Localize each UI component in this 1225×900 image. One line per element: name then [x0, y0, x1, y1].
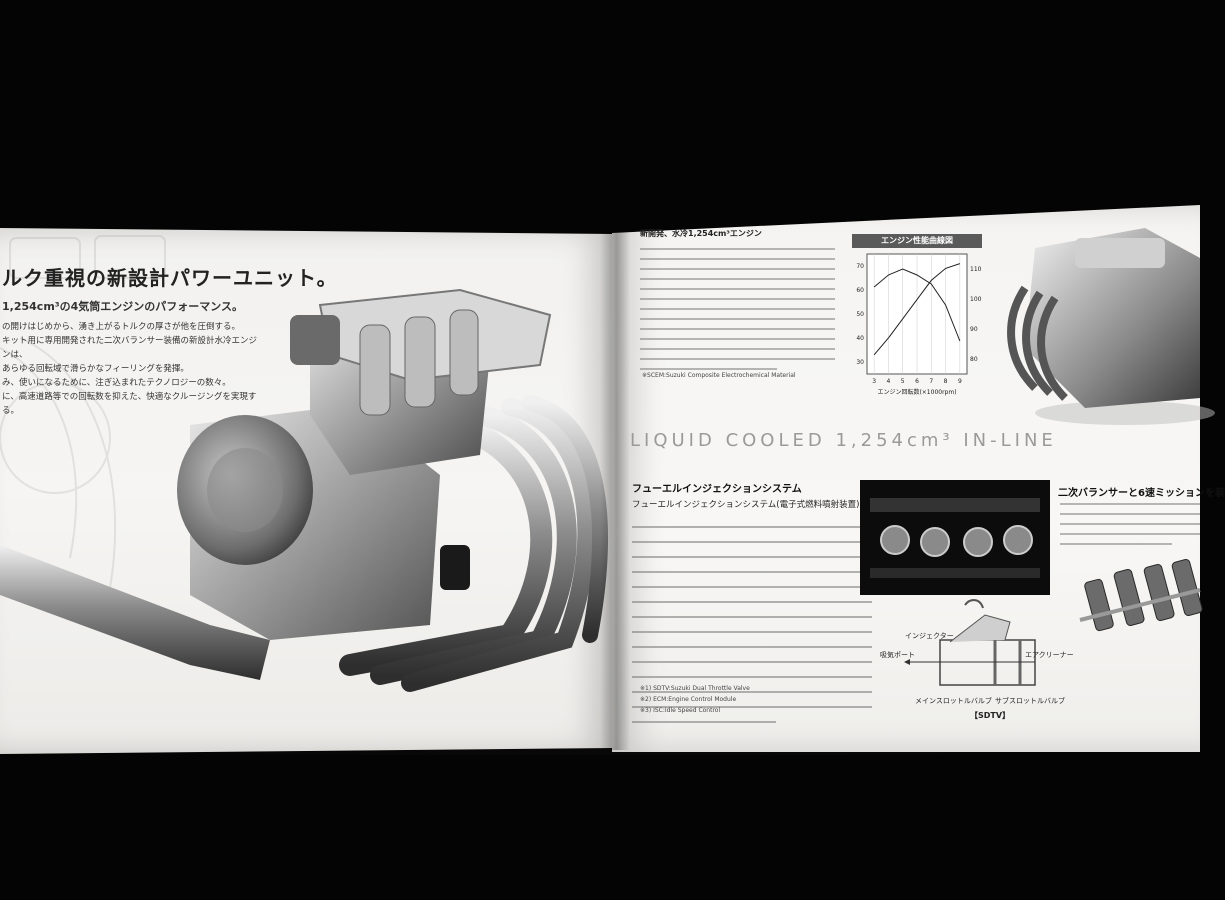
torque-curve — [873, 268, 961, 342]
diagram-caption: 【SDTV】 — [970, 711, 1011, 720]
body-text: の開けはじめから、湧き上がるトルクの厚さが他を圧倒する。 キット用に専用開発され… — [2, 320, 262, 418]
label-injector: インジェクター — [905, 632, 954, 640]
body-line: に、高速道路等での回転数を抑えた、快適なクルージングを実現する。 — [2, 392, 257, 416]
x-tick-label: 6 — [915, 378, 919, 385]
power-curve — [873, 263, 961, 356]
y-right-tick-label: 100 — [970, 296, 982, 303]
x-tick-label: 7 — [929, 378, 933, 385]
balancer-section-title: 二次バランサーと6速ミッションを装 — [1058, 488, 1225, 499]
chart-title: エンジン性能曲線図 — [852, 234, 982, 248]
x-tick-label: 4 — [887, 378, 891, 385]
x-tick-label: 8 — [944, 378, 948, 385]
fi-footnote: ※2) ECM:Engine Control Module — [640, 696, 737, 703]
engine-banner: LIQUID COOLED 1,254cm³ IN-LINE — [630, 430, 1057, 451]
y-right-tick-label: 110 — [970, 266, 982, 273]
engine-photo — [0, 288, 608, 692]
body-line: キット用に専用開発された二次バランサー装備の新設計水冷エンジンは、 — [2, 336, 258, 360]
fi-footnotes: ※1) SDTV:Suzuki Dual Throttle Valve ※2) … — [640, 683, 750, 716]
body-line: み、使いになるために、注ぎ込まれたテクノロジーの数々。 — [2, 378, 231, 388]
y-left-tick-label: 30 — [856, 359, 864, 366]
body-line: の開けはじめから、湧き上がるトルクの厚さが他を圧倒する。 — [2, 322, 241, 332]
balancer-body-text — [1060, 495, 1200, 545]
fi-section-title: フューエルインジェクションシステム — [632, 484, 802, 495]
y-left-tick-label: 70 — [856, 263, 864, 270]
chart-plot: 3 4 5 6 7 8 9 30 40 50 60 70 80 90 100 110 エンジン回転数(×1000… — [856, 253, 982, 396]
x-tick-label: 3 — [872, 378, 876, 385]
y-right-tick-label: 90 — [970, 326, 978, 333]
page-gutter — [600, 230, 630, 750]
label-sub-throttle: サブスロットルバルブ — [995, 697, 1065, 705]
fi-body-text: フューエルインジェクションシステム(電子式燃料噴射装置) — [632, 498, 872, 723]
engine-footnote: ※SCEM:Suzuki Composite Electrochemical M… — [642, 372, 796, 379]
y-left-tick-label: 40 — [856, 335, 864, 342]
performance-chart: エンジン性能曲線図 3 4 5 6 7 8 9 30 40 50 60 70 80 90 100 110 エンジ… — [842, 234, 992, 404]
label-main-throttle: メインスロットルバルブ — [915, 697, 992, 705]
crankshaft-photo — [1079, 558, 1203, 632]
label-intake-port: 吸気ポート — [880, 651, 915, 659]
y-left-tick-label: 50 — [856, 311, 864, 318]
page-subhead: 1,254cm³の4気筒エンジンのパフォーマンス。 — [2, 300, 244, 313]
label-air-cleaner: エアクリーナー — [1025, 651, 1074, 659]
background-engine-graphic — [0, 235, 166, 589]
fi-first-line: フューエルインジェクションシステム(電子式燃料噴射装置) — [632, 500, 860, 510]
x-axis-label: エンジン回転数(×1000rpm) — [877, 388, 956, 396]
fi-footnote: ※1) SDTV:Suzuki Dual Throttle Valve — [640, 685, 750, 692]
body-line: あらゆる回転域で滑らかなフィーリングを発揮。 — [2, 364, 189, 374]
fi-footnote: ※3) ISC:Idle Speed Control — [640, 707, 721, 714]
engine-section-title: 新開発、水冷1,254cm³エンジン — [640, 229, 762, 238]
engine-body-text — [640, 240, 835, 370]
throttle-body-photo — [860, 480, 1050, 595]
y-right-tick-label: 80 — [970, 356, 978, 363]
page-headline: ルク重視の新設計パワーユニット。 — [2, 266, 338, 290]
y-left-tick-label: 60 — [856, 287, 864, 294]
engine-photo-side — [1007, 228, 1215, 425]
sdtv-diagram: インジェクター 吸気ポート エアクリーナー メインスロットルバルブ サブスロット… — [880, 599, 1085, 725]
x-tick-label: 5 — [901, 378, 905, 385]
photo-scene: ルク重視の新設計パワーユニット。 1,254cm³の4気筒エンジンのパフォーマン… — [0, 205, 1225, 755]
x-tick-label: 9 — [958, 378, 962, 385]
